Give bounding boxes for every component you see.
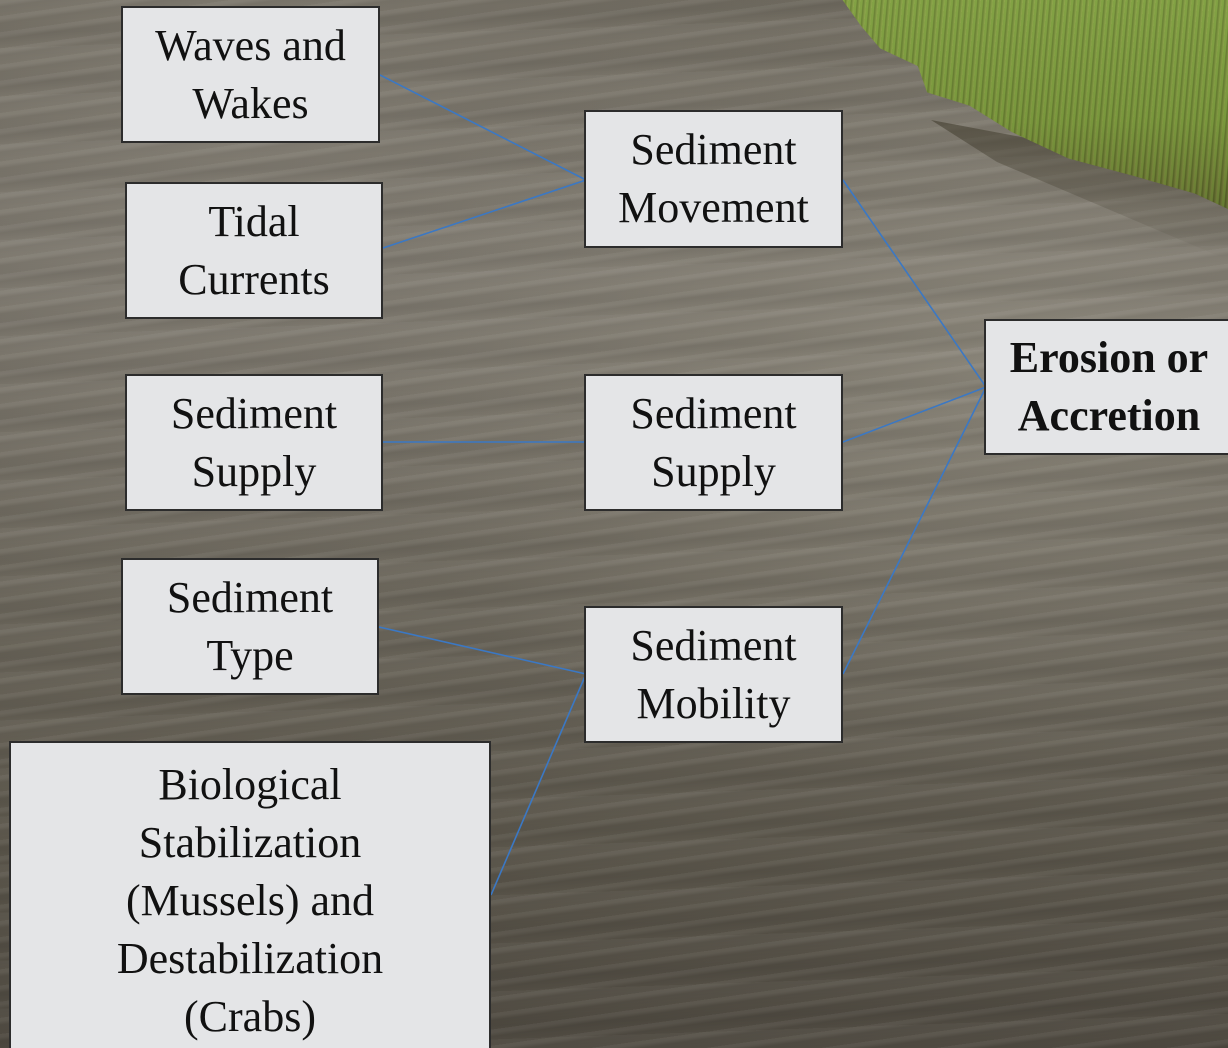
edge-mobility-to-erosion (842, 386, 987, 675)
node-label: Sediment Supply (170, 388, 338, 496)
edge-type-to-mobility (378, 626, 587, 675)
edge-supply-to-erosion (842, 386, 987, 443)
node-label: Sediment Type (166, 572, 334, 680)
edge-movement-to-erosion (842, 179, 987, 388)
node-label: Waves and Wakes (155, 20, 346, 128)
node-sediment-movement: Sediment Movement (584, 110, 843, 248)
edge-tidal-to-movement (382, 179, 587, 249)
node-label: Tidal Currents (178, 196, 330, 304)
node-tidal-currents: Tidal Currents (125, 182, 383, 319)
node-sediment-supply-left: Sediment Supply (125, 374, 383, 511)
node-label: Biological Stabilization (Mussels) and D… (116, 760, 384, 1041)
node-waves-and-wakes: Waves and Wakes (121, 6, 380, 143)
node-sediment-mobility: Sediment Mobility (584, 606, 843, 743)
edge-biological-to-mobility (490, 673, 587, 896)
node-erosion-or-accretion: Erosion or Accretion (984, 319, 1228, 455)
node-label: Erosion or Accretion (1009, 333, 1209, 440)
node-label: Sediment Movement (618, 125, 809, 232)
node-label: Sediment Supply (630, 388, 797, 496)
node-sediment-supply-mid: Sediment Supply (584, 374, 843, 511)
node-label: Sediment Mobility (630, 620, 797, 728)
edge-waves-to-movement (379, 74, 587, 181)
node-biological-stabilization: Biological Stabilization (Mussels) and D… (9, 741, 491, 1048)
node-sediment-type: Sediment Type (121, 558, 379, 695)
